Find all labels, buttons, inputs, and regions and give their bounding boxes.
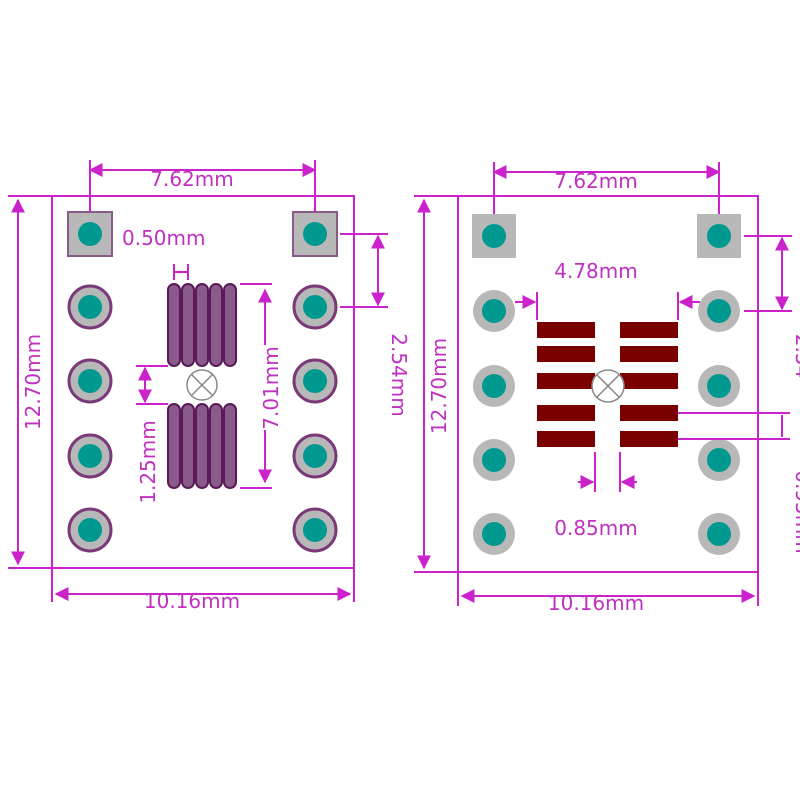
left-round-pad bbox=[292, 433, 338, 479]
left-round-pad bbox=[292, 358, 338, 404]
right-round-pad bbox=[698, 365, 740, 407]
left-dim-pitch-x-label: 7.62mm bbox=[150, 167, 234, 191]
right-round-pads-right-column bbox=[698, 290, 740, 555]
left-square-pad-top-left bbox=[67, 211, 113, 257]
right-dim-pad-span bbox=[515, 292, 700, 320]
left-dim-row-gap bbox=[136, 365, 168, 405]
left-round-pad bbox=[67, 433, 113, 479]
left-dim-pitch-y bbox=[340, 233, 388, 308]
left-square-pad-top-right bbox=[292, 211, 338, 257]
left-fine-pads-bottom bbox=[167, 403, 237, 489]
right-round-pad bbox=[698, 290, 740, 332]
left-dim-pad-span-label: 7.01mm bbox=[259, 346, 283, 430]
right-dim-pad-gap bbox=[578, 452, 637, 492]
right-dim-pitch-y-label: 2.54 bbox=[791, 334, 800, 379]
right-dim-pad-pitch bbox=[678, 412, 790, 440]
left-dim-pitch-x bbox=[88, 160, 317, 212]
left-board: 7.62mm 0.50mm 7.01mm 1.25mm 2 bbox=[8, 160, 411, 613]
right-round-pad bbox=[473, 513, 515, 555]
right-round-pad bbox=[698, 439, 740, 481]
right-dim-height-label: 12.70mm bbox=[427, 338, 451, 434]
left-round-pad bbox=[67, 358, 113, 404]
left-dim-pad-width-label: 0.50mm bbox=[122, 226, 206, 250]
left-round-pad bbox=[292, 507, 338, 553]
right-dim-width bbox=[457, 572, 759, 606]
left-dim-width bbox=[51, 568, 355, 602]
left-dim-row-gap-label: 1.25mm bbox=[136, 420, 160, 504]
left-dim-height-label: 12.70mm bbox=[21, 334, 45, 430]
left-round-pad bbox=[67, 284, 113, 330]
right-dim-pitch-x-label: 7.62mm bbox=[554, 169, 638, 193]
left-dim-height bbox=[8, 195, 52, 569]
right-dim-pitch-x bbox=[492, 162, 721, 214]
right-round-pads-left-column bbox=[473, 290, 515, 555]
right-round-pad bbox=[473, 439, 515, 481]
right-center-mark bbox=[591, 369, 625, 403]
left-dim-pitch-y-label: 2.54mm bbox=[387, 333, 411, 417]
right-round-pad bbox=[698, 513, 740, 555]
left-round-pads-left-column bbox=[67, 284, 113, 553]
left-center-mark bbox=[186, 369, 218, 401]
left-dim-width-label: 10.16mm bbox=[144, 589, 240, 613]
right-dim-pad-span-label: 4.78mm bbox=[554, 259, 638, 283]
left-fine-pads-top bbox=[167, 283, 237, 367]
right-board: 7.62mm 4.78mm 2.54 0.85mm bbox=[414, 162, 800, 615]
right-square-pad-top-left bbox=[472, 214, 516, 258]
right-dim-pitch-y bbox=[744, 235, 792, 312]
left-round-pad bbox=[292, 284, 338, 330]
right-dim-pad-gap-label: 0.85mm bbox=[554, 516, 638, 540]
right-square-pad-top-right bbox=[697, 214, 741, 258]
left-dim-pad-span bbox=[240, 283, 272, 489]
left-dim-pad-width bbox=[173, 264, 189, 280]
right-round-pad bbox=[473, 365, 515, 407]
left-round-pad bbox=[67, 507, 113, 553]
right-dim-width-label: 10.16mm bbox=[548, 591, 644, 615]
right-fine-pads-right bbox=[620, 322, 678, 447]
right-round-pad bbox=[473, 290, 515, 332]
left-round-pads-right-column bbox=[292, 284, 338, 553]
right-dim-pad-pitch-label: 0.95mm bbox=[791, 470, 800, 554]
right-dim-height bbox=[414, 195, 458, 573]
right-fine-pads-left bbox=[537, 322, 595, 447]
